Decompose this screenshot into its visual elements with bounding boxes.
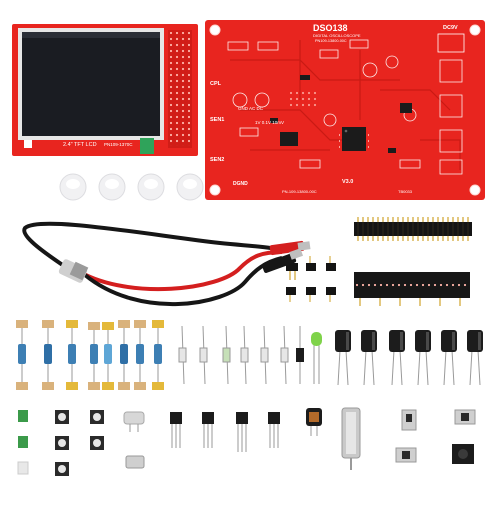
crystal-oscillator — [123, 411, 145, 432]
mounting-hole — [469, 184, 481, 196]
small-header — [286, 263, 298, 271]
coupling-label: GND AC DC — [238, 106, 264, 111]
resistors — [16, 320, 164, 390]
mounting-hole — [209, 24, 221, 36]
dc-jack-outline — [437, 33, 465, 53]
inductor — [306, 408, 322, 436]
power-label: DC9V — [443, 25, 458, 31]
regulator-chip — [400, 103, 412, 113]
board-title: DSO138 — [313, 23, 348, 33]
slide-switches — [395, 409, 476, 463]
tactile-buttons — [55, 410, 104, 476]
tft-size-label: 2.4" TFT LCD — [63, 142, 97, 148]
silkscreen-outlines — [227, 39, 463, 175]
silicone-feet — [59, 173, 204, 201]
microcontroller-chip-icon — [339, 127, 369, 151]
electrolytic-capacitors — [335, 330, 483, 386]
dgnd-label: DGND — [233, 181, 248, 187]
tft-lcd-board — [12, 24, 198, 156]
bnc-probe-cable-icon — [22, 221, 311, 306]
version-label: V3.0 — [342, 179, 354, 185]
crystal-label: TB0033 — [398, 189, 413, 194]
main-pcb — [205, 20, 485, 200]
bottom-part-label: PN-109-13800-00C — [282, 189, 317, 194]
axial-diodes — [178, 325, 304, 385]
mounting-hole — [469, 24, 481, 36]
op-amp-chip — [280, 132, 298, 146]
pcb-traces — [230, 40, 461, 170]
sen1-label: SEN1 — [210, 117, 225, 123]
main-pcb-board — [205, 20, 485, 200]
usb-connector — [125, 455, 145, 469]
dc-power-jack — [452, 444, 474, 464]
tft-part-label: PN109-1370C — [104, 142, 133, 147]
bnc-socket — [341, 407, 361, 470]
green-led — [311, 332, 322, 384]
sen2-label: SEN2 — [210, 157, 225, 163]
pin-headers — [286, 217, 472, 306]
mounting-hole — [209, 184, 221, 196]
flex-ribbon — [140, 138, 154, 154]
cpl-label: CPL — [210, 81, 221, 87]
tft-screen-icon — [22, 32, 160, 136]
transistors — [170, 412, 280, 452]
tft-header-pins — [170, 32, 190, 146]
sensitivity-label: 1V 0.1V 10mV — [255, 120, 285, 125]
small-switch-parts — [17, 410, 29, 475]
board-subtitle: DIGITAL OSCILLOSCOPE — [313, 33, 361, 38]
board-part-label: PN109-13800-00C — [315, 39, 347, 43]
